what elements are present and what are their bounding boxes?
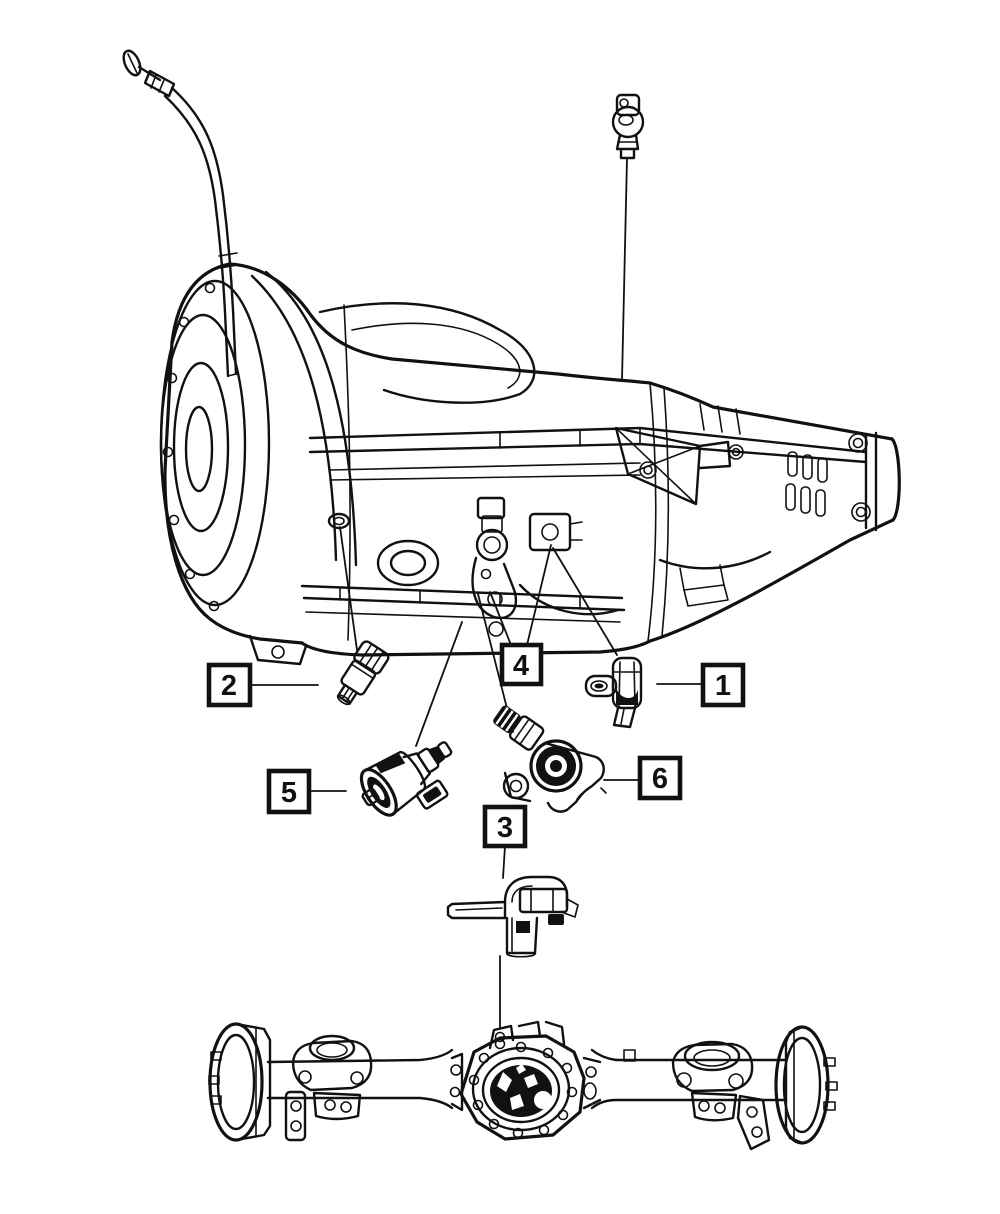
callout-label-2: 2 xyxy=(221,670,237,702)
output-speed-sensor-1 xyxy=(584,656,643,729)
transmission-assembly xyxy=(159,262,901,666)
callout-box-5[interactable]: 5 xyxy=(266,768,312,815)
left-brake-drum xyxy=(208,1022,272,1142)
right-spring-seat xyxy=(671,1040,771,1151)
pressure-switch-sensor-2 xyxy=(336,640,390,706)
callout-label-3: 3 xyxy=(497,812,513,844)
leader-box4-b xyxy=(526,544,552,646)
leader-lines xyxy=(249,526,704,1029)
differential-housing xyxy=(449,1020,602,1141)
left-spring-seat xyxy=(284,1034,373,1142)
rear-axle-assembly xyxy=(208,1020,838,1151)
callout-label-4: 4 xyxy=(513,650,529,682)
solenoid-sensor-5 xyxy=(359,741,453,817)
callout-label-6: 6 xyxy=(652,763,668,795)
leader-sensor-2 xyxy=(339,526,358,651)
axle-speed-sensor-3 xyxy=(446,875,579,958)
leader-top-sensor xyxy=(621,157,628,381)
callout-boxes: 1 2 3 4 5 6 xyxy=(206,642,746,849)
callout-box-2[interactable]: 2 xyxy=(206,662,253,708)
leader-sensor-5 xyxy=(415,621,463,747)
callout-box-3[interactable]: 3 xyxy=(482,804,528,849)
speed-sensor-6 xyxy=(493,705,607,813)
right-brake-drum xyxy=(774,1025,838,1145)
leader-box4-a xyxy=(489,591,512,646)
leader-box3 xyxy=(502,845,506,879)
callout-box-4[interactable]: 4 xyxy=(499,642,544,687)
callout-label-5: 5 xyxy=(281,777,297,809)
callout-box-1[interactable]: 1 xyxy=(700,662,746,708)
output-speed-sensor-top xyxy=(611,93,645,381)
callout-box-6[interactable]: 6 xyxy=(637,755,683,801)
callout-label-1: 1 xyxy=(715,670,731,702)
leader-sensor-1 xyxy=(552,547,618,656)
